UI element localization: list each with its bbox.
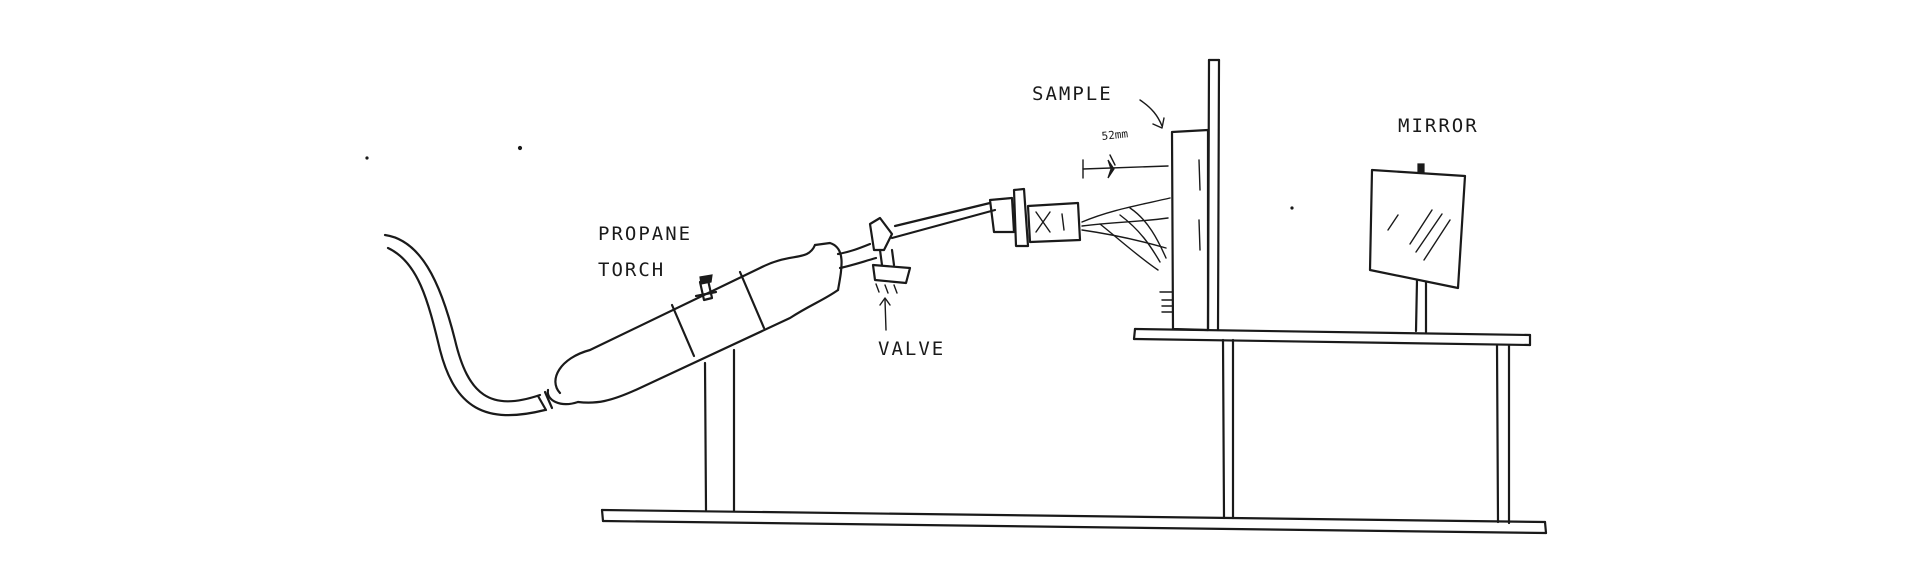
propane-tank — [546, 241, 843, 406]
platform-legs — [1221, 338, 1511, 525]
sample-arrow — [1139, 99, 1165, 129]
upper-platform — [1132, 327, 1532, 347]
mirror — [1368, 163, 1467, 290]
flame-plume — [1081, 197, 1171, 271]
sample-block — [1159, 128, 1210, 332]
torch-neck — [836, 242, 878, 270]
burner-nozzle — [988, 187, 1082, 248]
propane-label: PROPANE — [598, 223, 692, 245]
mirror-stand — [1414, 278, 1428, 334]
sample-holder-upright — [1206, 58, 1221, 332]
paper-specks — [365, 145, 1294, 210]
valve-arrow — [879, 297, 891, 331]
base-bench — [600, 508, 1548, 535]
distance-marker — [1082, 154, 1169, 179]
valve — [868, 201, 997, 294]
torch-label: TORCH — [598, 259, 665, 281]
mirror-label: MIRROR — [1398, 115, 1479, 137]
torch-knob — [694, 274, 718, 302]
torch-support-post — [703, 348, 736, 513]
sample-label: SAMPLE — [1032, 83, 1113, 105]
distance-label: 52mm — [1101, 127, 1129, 143]
valve-label: VALVE — [878, 338, 945, 360]
propane-hose — [383, 233, 554, 417]
